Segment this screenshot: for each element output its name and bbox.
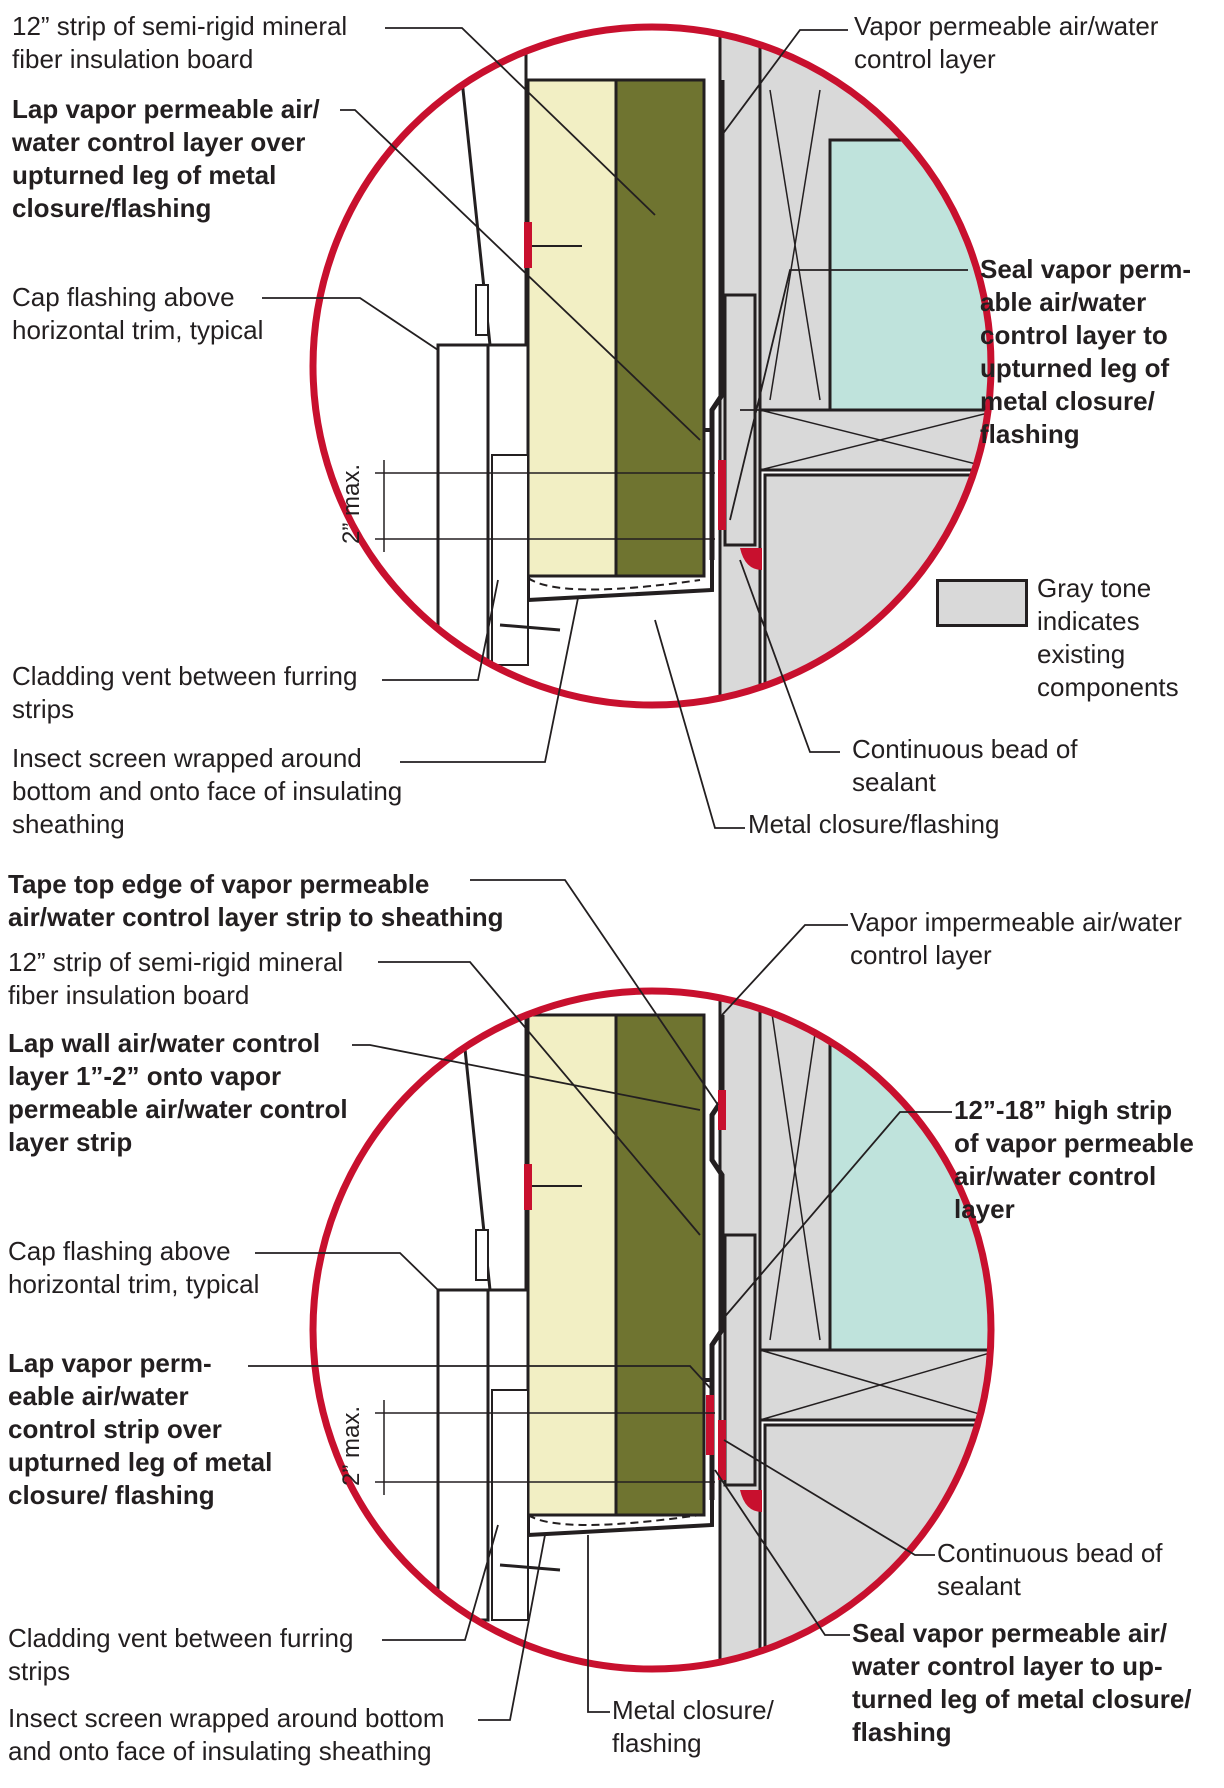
bottom-label-cladding-vent: Cladding vent between furring strips — [8, 1623, 354, 1686]
bottom-label-lap-strip-over-leg: Lap vapor perm- eable air/water control … — [8, 1348, 273, 1510]
bottom-label-vapor-impermeable: Vapor impermeable air/water control laye… — [850, 907, 1182, 970]
top-label-cap-flashing: Cap flashing above horizontal trim, typi… — [12, 282, 264, 345]
bottom-dimension-label: 2” max. — [338, 1405, 366, 1487]
top-label-cladding-vent: Cladding vent between furring strips — [12, 661, 358, 724]
top-leaders — [262, 27, 968, 829]
bottom-label-strip-insulation: 12” strip of semi-rigid mineral fiber in… — [8, 947, 344, 1010]
tape-mark-top — [524, 222, 532, 268]
bottom-label-lap-wall-layer: Lap wall air/water control layer 1”-2” o… — [8, 1028, 348, 1157]
bottom-label-insect-screen: Insect screen wrapped around bottom and … — [8, 1703, 445, 1766]
legend-swatch — [936, 579, 1028, 627]
bottom-label-sealant: Continuous bead of sealant — [937, 1538, 1163, 1601]
top-label-seal-to-leg: Seal vapor perm- able air/water control … — [980, 254, 1191, 449]
sealant-bead-bottom-3 — [718, 1420, 726, 1480]
sealant-bead-bottom-2 — [706, 1395, 714, 1455]
top-label-vapor-permeable: Vapor permeable air/water control layer — [854, 11, 1159, 74]
tape-mark-bottom — [524, 1164, 532, 1210]
legend-text: Gray tone indicates existing components — [1037, 573, 1179, 702]
bottom-label-cap-flashing: Cap flashing above horizontal trim, typi… — [8, 1236, 260, 1299]
dimension-bottom — [375, 1400, 715, 1495]
top-label-strip-insulation: 12” strip of semi-rigid mineral fiber in… — [12, 11, 348, 74]
sealant-bead-top — [718, 460, 726, 530]
top-detail-circle — [309, 23, 995, 709]
bottom-detail-circle — [309, 987, 995, 1673]
mineral-fiber-strip-bottom — [614, 1013, 706, 1517]
sealant-corner-top — [740, 548, 762, 570]
top-label-sealant: Continuous bead of sealant — [852, 734, 1078, 797]
existing-cavity-insulation — [828, 138, 991, 412]
bottom-leaders — [248, 879, 952, 1721]
insulating-sheathing-bottom — [526, 1013, 618, 1517]
top-dimension-label: 2” max. — [338, 463, 366, 545]
furring-strip — [491, 454, 529, 666]
bottom-label-tape-top-edge: Tape top edge of vapor permeable air/wat… — [8, 869, 504, 932]
bottom-label-high-strip: 12”-18” high strip of vapor permeable ai… — [954, 1095, 1194, 1224]
top-label-metal-closure: Metal closure/flashing — [748, 809, 1000, 839]
sealant-corner-bottom — [740, 1490, 762, 1512]
sealant-bead-bottom-1 — [718, 1090, 726, 1130]
bottom-label-seal-to-leg: Seal vapor permeable air/ water control … — [852, 1618, 1192, 1747]
top-detail — [436, 27, 991, 705]
dimension-top — [375, 460, 715, 552]
insect-screen — [527, 577, 701, 591]
bottom-label-metal-closure: Metal closure/ flashing — [612, 1695, 774, 1758]
mineral-fiber-strip — [614, 78, 706, 578]
top-label-insect-screen: Insect screen wrapped around bottom and … — [12, 743, 403, 839]
insulating-sheathing — [526, 78, 618, 578]
top-label-lap-over-leg: Lap vapor permeable air/ water control l… — [12, 94, 320, 223]
trim-board — [436, 343, 490, 667]
